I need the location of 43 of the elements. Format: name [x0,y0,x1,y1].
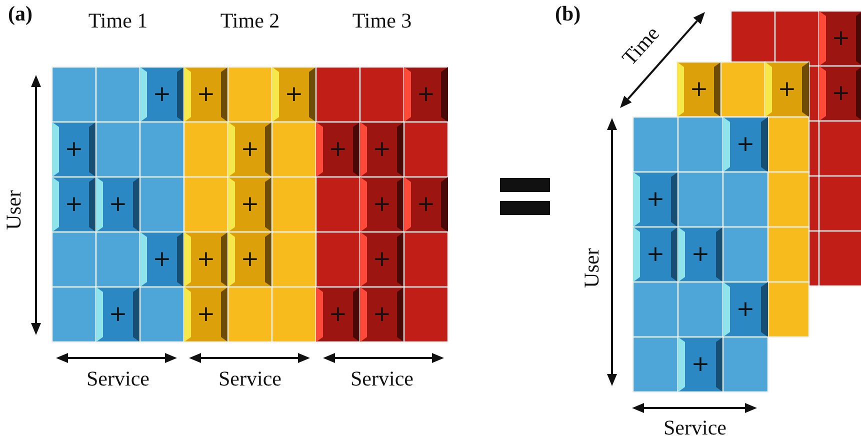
plus-sign: + [736,298,755,320]
plus-sign: + [646,244,665,266]
plus-sign: + [778,78,796,100]
plus-sign: + [152,84,172,106]
axis-label: Service [350,368,414,390]
plus-sign: + [416,194,436,216]
plus-sign: + [240,138,260,160]
axis-label: User [582,248,602,288]
panel-label: (a) [8,4,32,24]
plus-sign: + [64,194,84,216]
plus-sign: + [240,248,260,270]
plus-sign: + [196,84,216,106]
plus-sign: + [196,304,216,326]
plus-sign: + [240,194,260,216]
plus-sign: + [691,244,710,266]
plus-sign: + [372,304,392,326]
panel-label: (b) [555,4,581,24]
plus-sign: + [196,248,216,270]
plus-sign: + [152,248,172,270]
plus-sign: + [646,188,665,210]
plus-sign: + [832,28,850,50]
plus-sign: + [328,138,348,160]
plus-sign: + [372,138,392,160]
plus-sign: + [416,84,436,106]
plus-sign: + [690,78,708,100]
plus-sign: + [64,138,84,160]
axis-label: Time [618,22,664,70]
axis-label: Service [218,368,282,390]
plus-sign: + [328,304,348,326]
plus-sign: + [284,84,304,106]
plus-sign: + [691,354,710,376]
column-heading: Time 3 [352,10,412,32]
axis-label: User [4,190,24,230]
plus-sign: + [108,194,128,216]
axis-label: Service [86,368,150,390]
plus-sign: + [108,304,128,326]
axis-label: Service [664,418,726,438]
plus-sign: + [736,134,755,156]
plus-sign: + [372,248,392,270]
column-heading: Time 2 [220,10,280,32]
plus-sign: + [372,194,392,216]
plus-sign: + [832,82,850,104]
column-heading: Time 1 [88,10,148,32]
